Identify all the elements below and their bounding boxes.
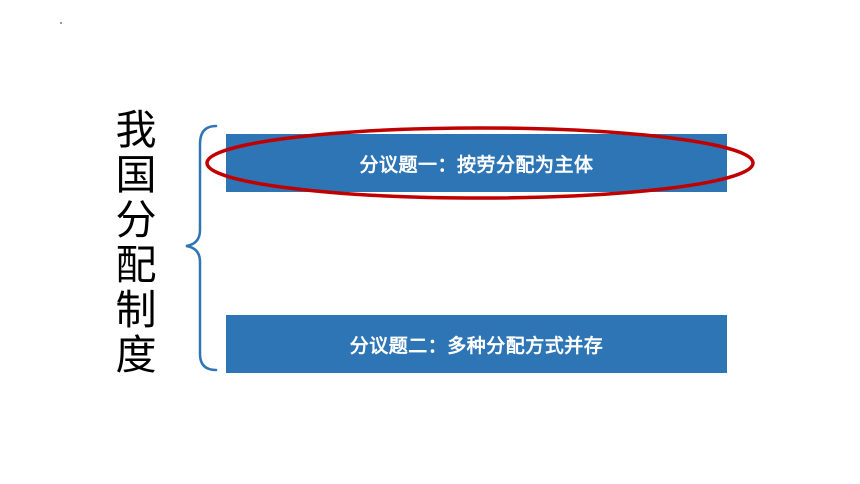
title-char: 分 (115, 196, 157, 244)
topic-label-2: 分议题二：多种分配方式并存 (349, 334, 604, 357)
title-char: 配 (115, 241, 157, 289)
topic-box-2[interactable]: 分议题二：多种分配方式并存 (226, 315, 727, 373)
title-char: 制 (115, 286, 157, 334)
vertical-title: 我 国 分 配 制 度 (108, 108, 164, 378)
topic-label-1: 分议题一：按劳分配为主体 (359, 153, 594, 176)
curly-brace (185, 124, 218, 372)
slide-dot (60, 22, 62, 24)
title-char: 国 (115, 151, 157, 199)
title-char: 度 (115, 331, 157, 379)
topic-box-1[interactable]: 分议题一：按劳分配为主体 (226, 134, 727, 192)
title-char: 我 (115, 106, 157, 154)
